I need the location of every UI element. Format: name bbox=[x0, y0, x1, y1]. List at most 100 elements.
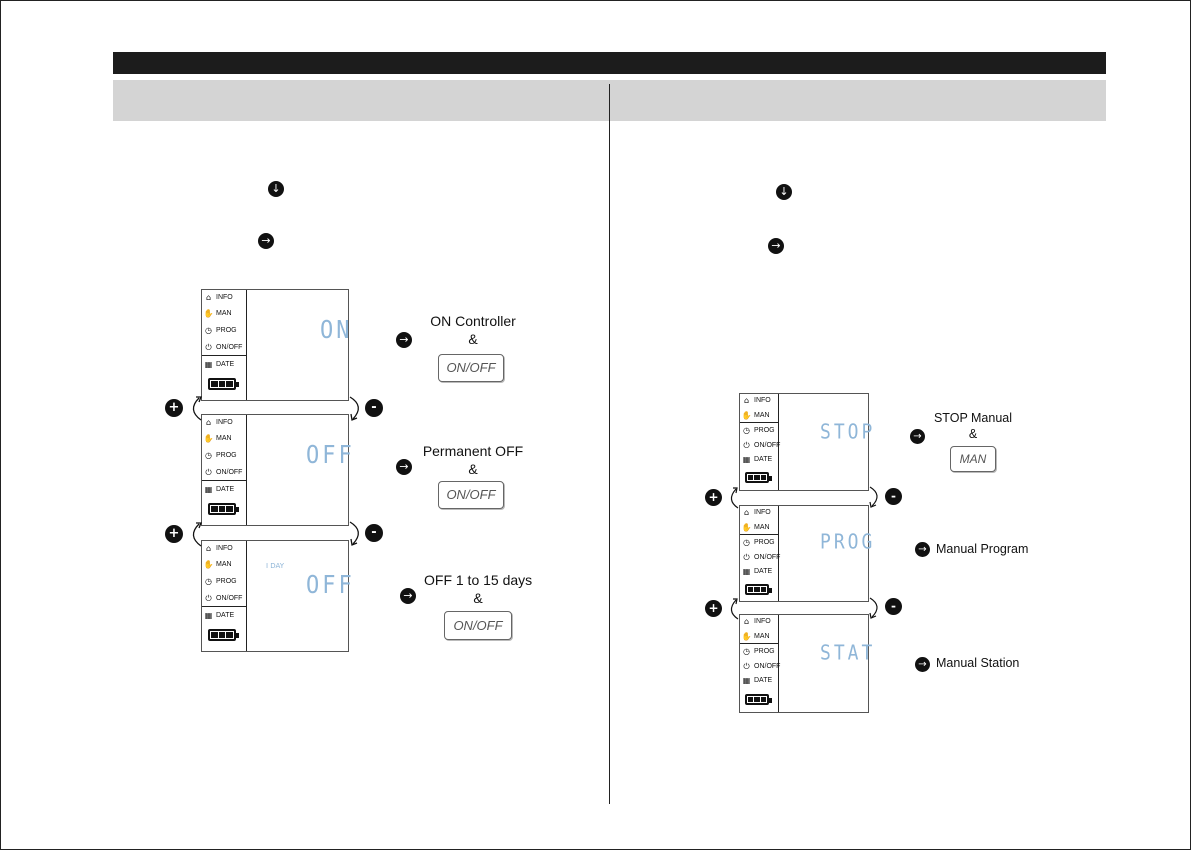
curved-arrow-up-icon bbox=[192, 522, 202, 547]
lcd-display-text: ON bbox=[320, 316, 353, 345]
label-permanent-off: Permanent OFF bbox=[422, 443, 524, 459]
home-icon: ⌂ bbox=[205, 544, 212, 553]
menu-info-label: INFO bbox=[216, 545, 233, 552]
power-icon: ⏻ bbox=[205, 593, 212, 603]
hand-icon: ✋ bbox=[741, 411, 752, 420]
hand-icon: ✋ bbox=[741, 632, 752, 641]
onoff-button: ON/OFF bbox=[438, 354, 504, 382]
curved-arrow-down-icon bbox=[349, 396, 359, 421]
clock-icon: ◷ bbox=[743, 538, 750, 547]
curved-arrow-down-icon bbox=[869, 597, 878, 619]
power-icon: ⏻ bbox=[205, 342, 212, 352]
down-arrow-circle-icon: ↓ bbox=[268, 181, 284, 197]
menu-date-label: DATE bbox=[216, 612, 235, 619]
menu-prog-label: PROG bbox=[216, 578, 237, 585]
menu-date-label: DATE bbox=[754, 456, 773, 463]
menu-onoff-label: ON/OFF bbox=[754, 663, 781, 670]
down-arrow-circle-icon: ↓ bbox=[776, 184, 792, 200]
clock-icon: ◷ bbox=[743, 647, 750, 656]
minus-button-icon: - bbox=[365, 399, 383, 417]
lcd-display-text: STOP bbox=[820, 420, 876, 445]
lcd-screen-off: ⌂INFO ✋MAN ◷PROG ⏻ON/OFF ▦DATE OFF bbox=[201, 414, 352, 526]
battery-icon bbox=[745, 584, 772, 595]
plus-button-icon: + bbox=[165, 399, 183, 417]
menu-date-label: DATE bbox=[216, 486, 235, 493]
ampersand: & bbox=[468, 461, 478, 477]
menu-man-label: MAN bbox=[754, 524, 770, 531]
power-icon: ⏻ bbox=[743, 661, 750, 671]
home-icon: ⌂ bbox=[743, 396, 750, 405]
battery-icon bbox=[745, 694, 772, 705]
menu-prog-label: PROG bbox=[754, 539, 775, 546]
menu-onoff-label: ON/OFF bbox=[754, 442, 781, 449]
battery-icon bbox=[208, 378, 239, 390]
label-off-1-to-15-days: OFF 1 to 15 days bbox=[424, 572, 533, 588]
right-arrow-circle-icon: → bbox=[768, 238, 784, 254]
lcd-display-text: OFF bbox=[306, 571, 355, 600]
plus-button-icon: + bbox=[705, 489, 722, 506]
menu-date-label: DATE bbox=[754, 568, 773, 575]
ampersand: & bbox=[468, 331, 478, 347]
menu-onoff-label: ON/OFF bbox=[754, 554, 781, 561]
menu-info-label: INFO bbox=[754, 509, 771, 516]
hand-icon: ✋ bbox=[203, 434, 214, 443]
hand-icon: ✋ bbox=[203, 560, 214, 569]
label-stop-manual: STOP Manual bbox=[933, 411, 1013, 425]
ampersand: & bbox=[473, 590, 483, 606]
label-manual-station: Manual Station bbox=[936, 656, 1020, 670]
lcd-day-indicator: I DAY bbox=[266, 562, 285, 570]
menu-prog-label: PROG bbox=[216, 452, 237, 459]
lcd-screen-off-days: ⌂INFO ✋MAN ◷PROG ⏻ON/OFF ▦DATE I DAY OFF bbox=[201, 540, 352, 652]
clock-icon: ◷ bbox=[743, 426, 750, 435]
hand-icon: ✋ bbox=[741, 523, 752, 532]
column-divider bbox=[609, 84, 610, 804]
home-icon: ⌂ bbox=[205, 293, 212, 302]
right-arrow-circle-icon: → bbox=[400, 588, 416, 604]
plus-button-icon: + bbox=[705, 600, 722, 617]
menu-prog-label: PROG bbox=[754, 427, 775, 434]
lcd-screen-stop: ⌂INFO ✋MAN ◷PROG ⏻ON/OFF ▦DATE STOP bbox=[739, 393, 872, 491]
curved-arrow-down-icon bbox=[869, 486, 878, 508]
home-icon: ⌂ bbox=[205, 418, 212, 427]
clock-icon: ◷ bbox=[205, 326, 212, 335]
menu-man-label: MAN bbox=[216, 561, 232, 568]
right-arrow-circle-icon: → bbox=[915, 657, 930, 672]
header-bar bbox=[113, 52, 1106, 74]
hand-icon: ✋ bbox=[203, 309, 214, 318]
man-button: MAN bbox=[950, 446, 996, 472]
minus-button-icon: - bbox=[885, 488, 902, 505]
plus-button-icon: + bbox=[165, 525, 183, 543]
right-arrow-circle-icon: → bbox=[910, 429, 925, 444]
power-icon: ⏻ bbox=[743, 552, 750, 562]
menu-prog-label: PROG bbox=[216, 327, 237, 334]
lcd-display-text: OFF bbox=[306, 441, 355, 470]
home-icon: ⌂ bbox=[743, 617, 750, 626]
calendar-icon: ▦ bbox=[204, 485, 213, 494]
menu-prog-label: PROG bbox=[754, 648, 775, 655]
calendar-icon: ▦ bbox=[742, 567, 751, 576]
calendar-icon: ▦ bbox=[204, 360, 213, 369]
battery-icon bbox=[745, 472, 772, 483]
home-icon: ⌂ bbox=[743, 508, 750, 517]
menu-info-label: INFO bbox=[216, 419, 233, 426]
power-icon: ⏻ bbox=[743, 440, 750, 450]
menu-info-label: INFO bbox=[754, 397, 771, 404]
minus-button-icon: - bbox=[885, 598, 902, 615]
battery-icon bbox=[208, 629, 239, 641]
curved-arrow-down-icon bbox=[349, 521, 359, 546]
lcd-display-text: PROG bbox=[820, 530, 876, 555]
calendar-icon: ▦ bbox=[204, 611, 213, 620]
right-arrow-circle-icon: → bbox=[915, 542, 930, 557]
battery-icon bbox=[208, 503, 239, 515]
curved-arrow-up-icon bbox=[730, 487, 739, 509]
lcd-display-text: STAT bbox=[820, 641, 876, 666]
minus-button-icon: - bbox=[365, 524, 383, 542]
curved-arrow-up-icon bbox=[730, 598, 739, 620]
label-on-controller: ON Controller bbox=[430, 313, 516, 329]
power-icon: ⏻ bbox=[205, 467, 212, 477]
right-arrow-circle-icon: → bbox=[396, 459, 412, 475]
clock-icon: ◷ bbox=[205, 577, 212, 586]
calendar-icon: ▦ bbox=[742, 676, 751, 685]
right-arrow-circle-icon: → bbox=[258, 233, 274, 249]
